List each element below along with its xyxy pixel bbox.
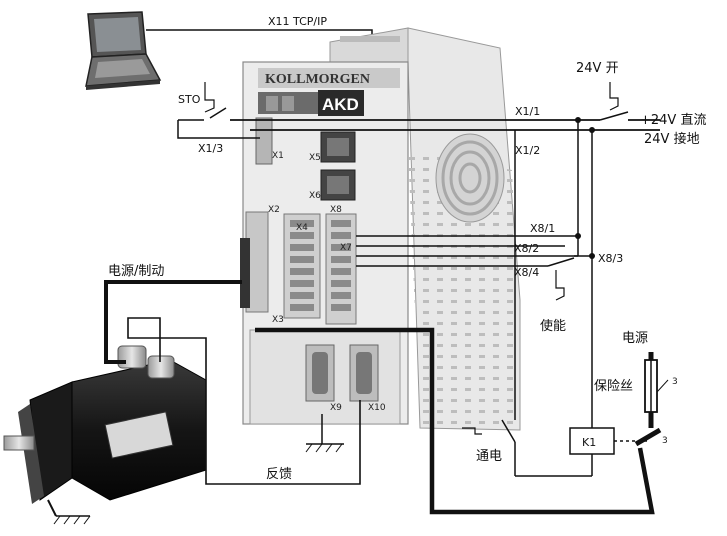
ground-icon [53,515,91,525]
supply-switch: 24V 开 [576,61,660,121]
label-x8: X8 [330,205,342,215]
label-x2: X2 [268,205,280,215]
label-x1-3: X1/3 [198,142,223,155]
label-x8-2: X8/2 [514,242,539,255]
mains-fuse: 电源 保险丝 3 [255,327,678,515]
drive-ground-icon [305,414,344,453]
label-power-on: 通电 [476,449,502,464]
model-label: AKD [322,95,359,114]
contactor-k1: K1 3 [569,427,668,476]
label-sto: STO [178,93,201,106]
label-x1: X1 [272,151,284,161]
label-24v-plus: +24V 直流 [640,113,706,128]
fan-grille [435,133,505,223]
power-on-switch: 通电 [462,419,592,477]
motor-nameplate [104,411,174,459]
label-x6: X6 [309,191,321,201]
brand-logo: KOLLMORGEN [265,72,370,87]
label-x8-1: X8/1 [530,222,555,235]
callout-contactor: 3 [662,436,668,446]
label-k1: K1 [582,436,596,449]
label-power-brake: 电源/制动 [108,264,164,279]
power-brake-cable [104,280,242,364]
label-x3: X3 [272,315,284,325]
label-x7: X7 [340,243,352,253]
k1-contact [634,427,662,447]
label-tcpip: X11 TCP/IP [268,15,327,28]
servo-drive: KOLLMORGEN AKD X1 X5 X6 X2 X3 [240,27,521,431]
connector-x1 [255,117,273,165]
label-x4: X4 [296,223,308,233]
connector-x3 [283,213,321,319]
label-enable: 使能 [540,318,566,334]
label-x8-4: X8/4 [514,266,539,279]
label-x1-1: X1/1 [515,105,540,118]
label-24v-ground: 24V 接地 [644,131,700,147]
led-display [266,96,278,111]
label-feedback: 反馈 [266,467,292,482]
label-x8-3: X8/3 [598,252,623,265]
mains-power-cable [255,327,655,515]
label-x5: X5 [309,153,321,163]
feedback-cable [127,317,361,485]
label-x10: X10 [368,403,386,413]
label-mains: 电源 [622,331,648,346]
label-fuse: 保险丝 [594,379,633,394]
label-24v-switch: 24V 开 [576,61,619,76]
sto-circuit: STO X1/3 [177,82,600,155]
servo-motor [3,345,207,517]
laptop-icon [85,11,162,90]
label-x9: X9 [330,403,342,413]
motor-shaft [3,435,35,451]
enable-switch: 使能 [540,255,578,334]
callout-fuse: 3 [672,377,678,387]
label-x1-2: X1/2 [515,144,540,157]
